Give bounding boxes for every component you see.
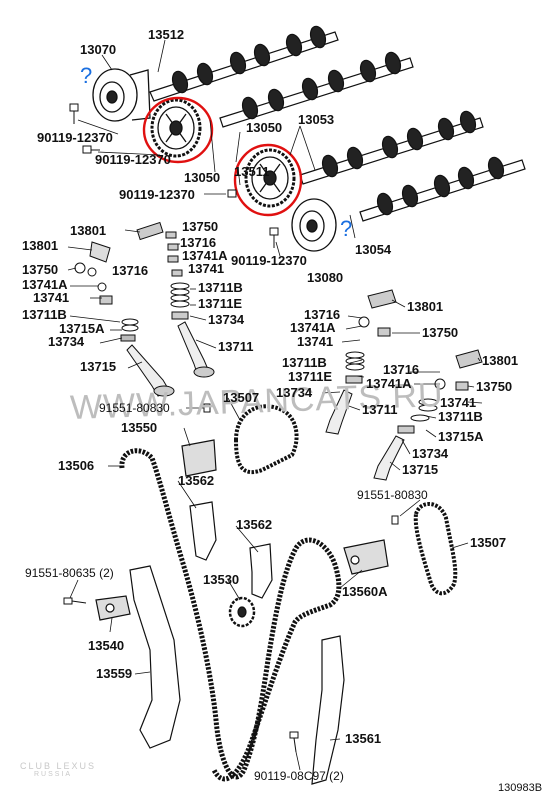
part-label[interactable]: 91551-80830 bbox=[99, 401, 170, 415]
part-label[interactable]: 13711B bbox=[438, 409, 483, 424]
part-label[interactable]: 13711 bbox=[218, 339, 254, 354]
part-label[interactable]: 13050 bbox=[184, 170, 221, 185]
part-label[interactable]: 13050 bbox=[246, 120, 283, 135]
part-label[interactable]: 90119-12370 bbox=[95, 152, 171, 167]
tensioner-13560A bbox=[343, 539, 389, 575]
part-label[interactable]: 13741A bbox=[366, 376, 412, 391]
part-label[interactable]: 13734 bbox=[208, 312, 245, 327]
part-label[interactable]: 13801 bbox=[407, 299, 444, 314]
part-label[interactable]: 13715A bbox=[438, 429, 484, 444]
part-label[interactable]: 13711 bbox=[362, 402, 398, 417]
part-label[interactable]: 13750 bbox=[182, 219, 219, 234]
club-logo-subtext: RUSSIA bbox=[34, 771, 73, 778]
valve-train-left bbox=[74, 221, 175, 397]
cam-sprocket-13050-lower bbox=[244, 148, 296, 208]
part-label[interactable]: 13080 bbox=[307, 270, 344, 285]
part-label[interactable]: 90119-12370 bbox=[231, 253, 307, 268]
part-label[interactable]: 13511 bbox=[234, 164, 270, 179]
reference-code: 130983B bbox=[498, 782, 543, 794]
part-label[interactable]: 90119-12370 bbox=[37, 130, 113, 145]
part-label[interactable]: 13711B bbox=[282, 355, 327, 370]
part-label[interactable]: 13711B bbox=[22, 307, 67, 322]
part-label[interactable]: 13741 bbox=[33, 290, 70, 305]
exhaust-camshaft-lower bbox=[359, 156, 526, 222]
timing-chain-13506-main bbox=[119, 448, 342, 782]
part-label[interactable]: 13734 bbox=[276, 385, 313, 400]
tensioner-13540 bbox=[95, 595, 131, 621]
chain-guide-13562-lower bbox=[249, 543, 273, 599]
part-label[interactable]: 13741 bbox=[440, 395, 477, 410]
vvt-gear-13070 bbox=[92, 68, 151, 122]
valve-train-center bbox=[165, 231, 215, 378]
part-label[interactable]: 13715A bbox=[59, 321, 105, 336]
part-label[interactable]: 13507 bbox=[470, 535, 507, 550]
part-label[interactable]: 13741A bbox=[182, 248, 228, 263]
part-label[interactable]: 13716 bbox=[383, 362, 420, 377]
part-label[interactable]: 13561 bbox=[345, 731, 382, 746]
vvt-gear-13080 bbox=[291, 198, 337, 252]
part-label[interactable]: 13559 bbox=[96, 666, 133, 681]
part-label[interactable]: 13715 bbox=[402, 462, 439, 477]
tensioner-13550 bbox=[181, 439, 217, 477]
part-label[interactable]: 13750 bbox=[22, 262, 59, 277]
part-label[interactable]: 13734 bbox=[48, 334, 85, 349]
part-label[interactable]: 13562 bbox=[236, 517, 273, 532]
part-label[interactable]: 13711B bbox=[198, 280, 243, 295]
part-label[interactable]: 13716 bbox=[304, 307, 341, 322]
part-label[interactable]: 13053 bbox=[298, 112, 335, 127]
part-label[interactable]: 90119-08C97 (2) bbox=[254, 769, 344, 783]
timing-chain-13507-upper bbox=[233, 404, 299, 474]
part-label[interactable]: 13550 bbox=[121, 420, 158, 435]
part-label[interactable]: 13801 bbox=[482, 353, 519, 368]
part-label[interactable]: 13054 bbox=[355, 242, 392, 257]
part-label[interactable]: 13715 bbox=[80, 359, 117, 374]
intake-camshaft-lower bbox=[299, 110, 484, 185]
part-label[interactable]: 13540 bbox=[88, 638, 125, 653]
club-logo: CLUB LEXUS bbox=[20, 761, 97, 771]
part-label[interactable]: 13801 bbox=[22, 238, 59, 253]
part-label[interactable]: 13750 bbox=[476, 379, 513, 394]
crank-sprocket-13530 bbox=[228, 596, 256, 628]
question-mark-icon: ? bbox=[340, 216, 352, 241]
valve-train-right bbox=[325, 289, 483, 481]
part-label[interactable]: 13741 bbox=[188, 261, 225, 276]
question-mark-icon: ? bbox=[80, 63, 92, 88]
highlight-circle-upper bbox=[142, 96, 214, 164]
part-label[interactable]: 13716 bbox=[180, 235, 217, 250]
part-label[interactable]: 13070 bbox=[80, 42, 117, 57]
highlight-circle-lower bbox=[233, 143, 303, 217]
chain-guide-13561 bbox=[311, 635, 345, 785]
part-label[interactable]: 13716 bbox=[112, 263, 149, 278]
part-label[interactable]: 13512 bbox=[148, 27, 185, 42]
part-label[interactable]: 13734 bbox=[412, 446, 449, 461]
part-label[interactable]: 13741A bbox=[22, 277, 68, 292]
leader-lines bbox=[67, 39, 483, 771]
part-label[interactable]: 13801 bbox=[70, 223, 107, 238]
chain-guide-13562-upper bbox=[189, 501, 217, 561]
part-label[interactable]: 13560A bbox=[342, 584, 388, 599]
part-label[interactable]: 13741 bbox=[297, 334, 334, 349]
intake-camshaft-upper bbox=[149, 25, 339, 102]
part-label[interactable]: 13530 bbox=[203, 572, 240, 587]
part-label[interactable]: 90119-12370 bbox=[119, 187, 195, 202]
part-label[interactable]: 13711E bbox=[288, 369, 333, 384]
part-label[interactable]: 91551-80830 bbox=[357, 488, 428, 502]
chain-guide-13559 bbox=[129, 565, 181, 749]
part-label[interactable]: 13506 bbox=[58, 458, 95, 473]
part-label[interactable]: 13750 bbox=[422, 325, 459, 340]
part-label[interactable]: 13507 bbox=[223, 390, 260, 405]
timing-chain-13507-right bbox=[413, 502, 458, 596]
exhaust-camshaft-upper bbox=[219, 51, 414, 128]
part-label[interactable]: 13562 bbox=[178, 473, 215, 488]
part-label[interactable]: 91551-80635 (2) bbox=[25, 566, 114, 580]
cam-sprocket-13050-upper bbox=[150, 98, 202, 158]
part-label[interactable]: 13741A bbox=[290, 320, 336, 335]
bolt-icon bbox=[69, 103, 279, 248]
part-label[interactable]: 13711E bbox=[198, 296, 243, 311]
